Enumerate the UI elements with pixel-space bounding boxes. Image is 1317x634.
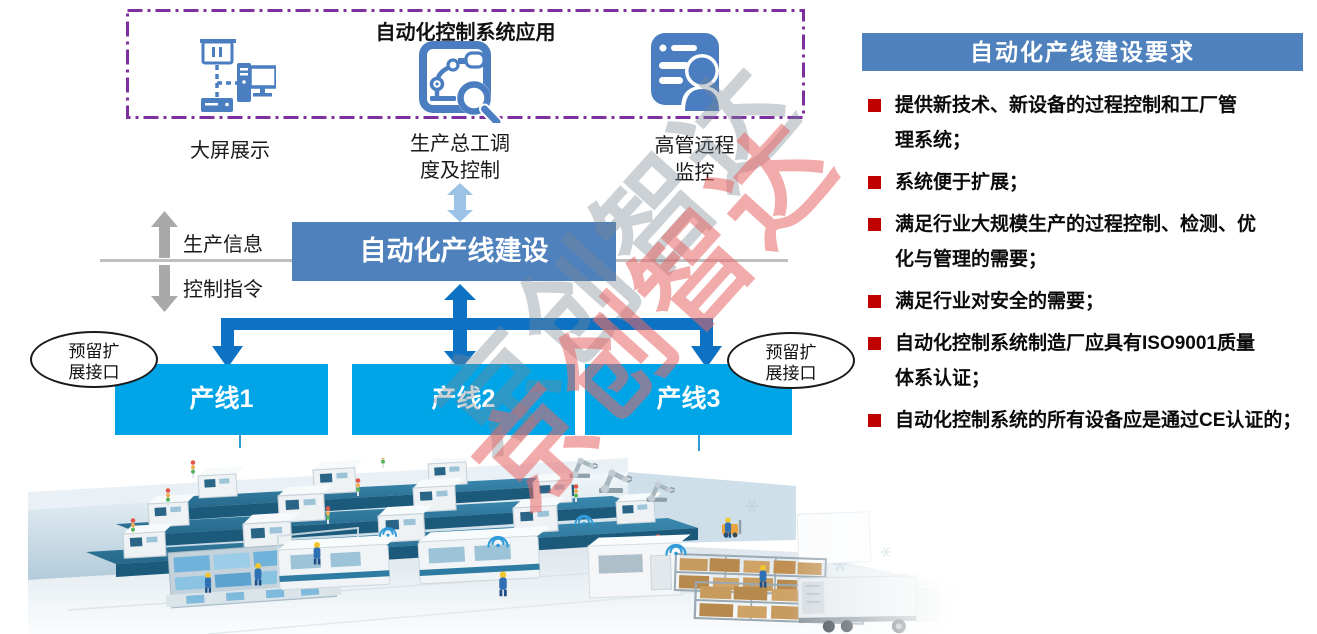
caption-dispatch: 生产总工调度及控制	[410, 133, 510, 182]
production-line-2-box: 产线2	[352, 364, 575, 435]
bigscreen-display-icon	[200, 39, 276, 112]
bullet-square-icon	[868, 99, 881, 112]
connector-tree	[212, 284, 722, 370]
top-panel-title: 自动化控制系统应用	[375, 22, 556, 44]
label-production-info: 生产信息	[183, 234, 263, 256]
requirement-item: 系统便于扩展；	[866, 165, 1316, 200]
reserved-interface-left: 预留扩 展接口	[30, 331, 158, 388]
top-panel-dashed-border	[126, 9, 805, 119]
requirement-item: 满足行业大规模生产的过程控制、检测、优化与管理的需要；	[866, 207, 1316, 277]
bullet-square-icon	[868, 414, 881, 427]
executive-monitor-icon	[651, 33, 723, 111]
up-arrow-icon	[151, 211, 178, 258]
bullet-square-icon	[868, 176, 881, 189]
requirements-header: 自动化产线建设要求	[862, 33, 1303, 71]
bullet-square-icon	[868, 218, 881, 231]
factory-illustration	[28, 458, 960, 634]
caption-executive: 高管远程监控	[654, 135, 735, 184]
bullet-square-icon	[868, 337, 881, 350]
caption-bigscreen: 大屏展示	[190, 140, 270, 162]
requirement-item: 自动化控制系统的所有设备应是通过CE认证的；	[866, 403, 1316, 438]
robot-inspection-icon	[419, 41, 503, 123]
requirement-item: 满足行业对安全的需要；	[866, 284, 1316, 319]
tick-line-3	[698, 435, 700, 451]
label-control-command: 控制指令	[183, 279, 263, 301]
tick-line-1	[239, 435, 241, 448]
reserved-interface-right: 预留扩 展接口	[727, 332, 855, 389]
double-arrow-icon	[447, 183, 473, 222]
bullet-square-icon	[868, 295, 881, 308]
center-box-automation-line: 自动化产线建设	[292, 222, 616, 281]
production-line-1-box: 产线1	[115, 364, 328, 435]
requirement-item: 提供新技术、新设备的过程控制和工厂管理系统；	[866, 88, 1316, 158]
requirements-list: 提供新技术、新设备的过程控制和工厂管理系统； 系统便于扩展； 满足行业大规模生产…	[866, 88, 1316, 445]
down-arrow-icon	[151, 265, 178, 312]
requirement-item: 自动化控制系统制造厂应具有ISO9001质量体系认证；	[866, 326, 1316, 396]
